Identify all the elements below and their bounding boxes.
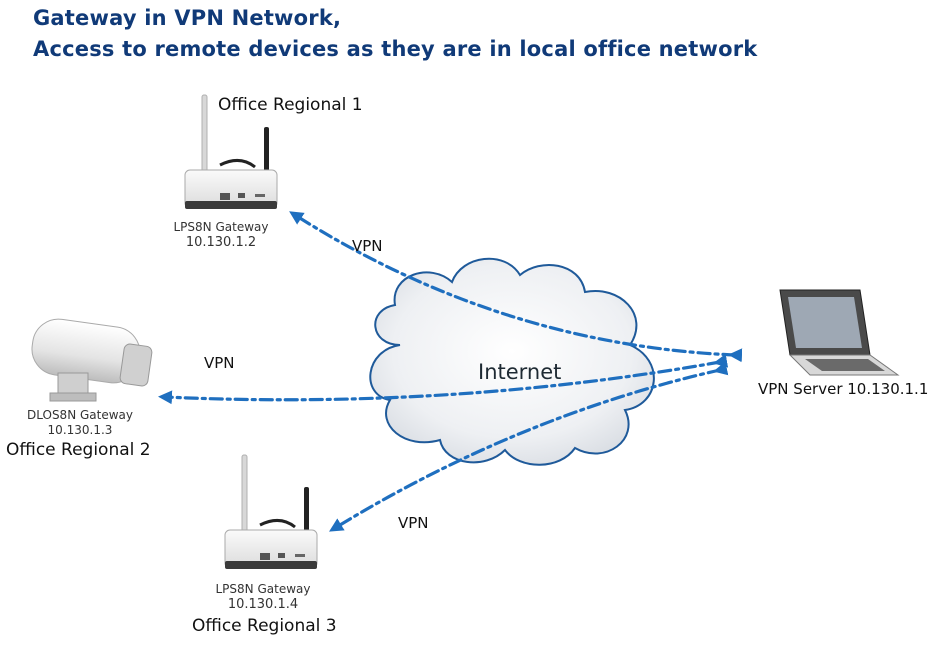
office-1-ip: 10.130.1.2: [185, 235, 257, 250]
indoor-gateway-icon: [184, 94, 278, 209]
vpn-label-1: VPN: [352, 237, 383, 255]
vpn-label-3: VPN: [398, 514, 429, 532]
vpn-server-label: VPN Server 10.130.1.1: [758, 380, 929, 398]
vpn-link-office-3: [329, 361, 729, 532]
office-3-name: Office Regional 3: [192, 616, 337, 636]
indoor-gateway-icon: [224, 454, 318, 569]
office-3-device-model: LPS8N Gateway: [215, 582, 311, 596]
diagram-subtitle: Access to remote devices as they are in …: [33, 37, 758, 61]
outdoor-gateway-icon: [31, 318, 153, 402]
office-1-device-model: LPS8N Gateway: [173, 220, 269, 234]
vpn-label-2: VPN: [204, 354, 235, 372]
office-2-name: Office Regional 2: [6, 440, 151, 460]
office-2-ip: 10.130.1.3: [47, 423, 113, 437]
diagram-title: Gateway in VPN Network,: [33, 6, 342, 30]
office-3-device: LPS8N Gateway 10.130.1.4: [208, 582, 318, 612]
office-3-ip: 10.130.1.4: [227, 597, 299, 612]
office-2-device-model: DLOS8N Gateway: [27, 408, 133, 422]
internet-label: Internet: [478, 360, 562, 384]
office-2-device: DLOS8N Gateway 10.130.1.3: [25, 408, 135, 438]
office-1-name: Office Regional 1: [218, 95, 363, 115]
office-1-device: LPS8N Gateway 10.130.1.2: [166, 220, 276, 250]
vpn-links: [158, 211, 743, 532]
laptop-icon: [779, 289, 900, 376]
vpn-link-office-1: [289, 211, 743, 363]
